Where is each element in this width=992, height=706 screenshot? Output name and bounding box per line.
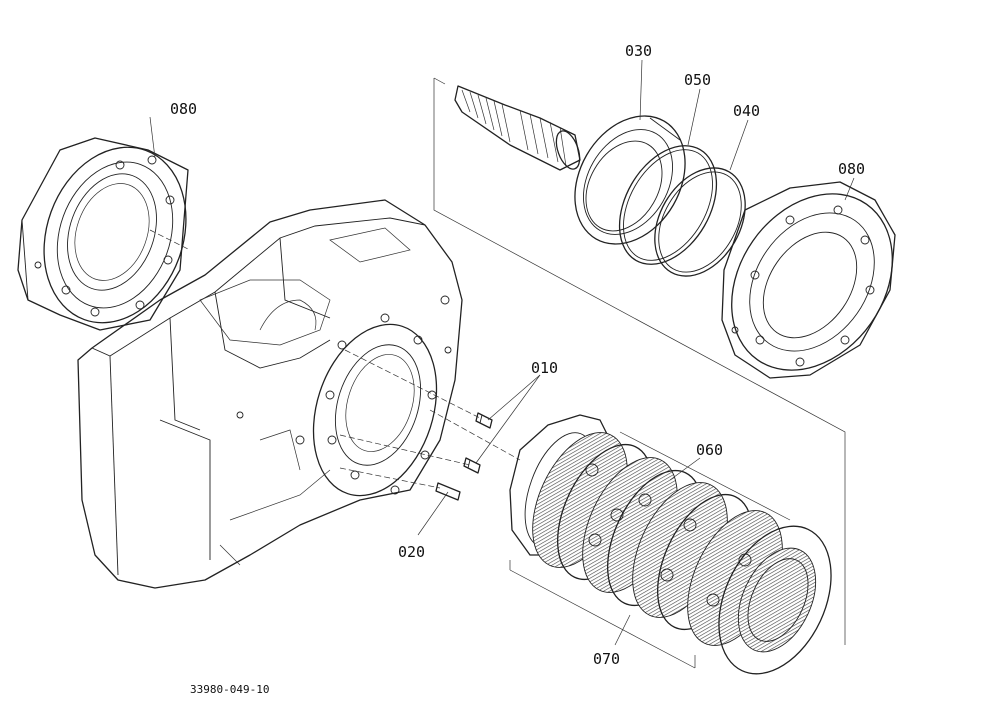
callout-080-left: 080 (170, 100, 197, 118)
callout-060: 060 (696, 441, 723, 459)
snap-ring-050 (618, 145, 718, 265)
left-bearing-holder-080 (17, 137, 189, 331)
callout-070: 070 (593, 650, 620, 668)
snap-ring-040 (654, 167, 746, 277)
callout-040: 040 (733, 102, 760, 120)
callout-010: 010 (531, 359, 558, 377)
pins-010 (463, 412, 493, 474)
callout-labels: 080 030 050 040 080 010 060 020 070 3398… (170, 42, 865, 696)
drawing-code: 33980-049-10 (190, 683, 269, 696)
callout-020: 020 (398, 543, 425, 561)
bearing-seal-030 (574, 115, 686, 245)
leader-lines (149, 59, 855, 646)
shaft-assembly (454, 85, 581, 171)
assembly-axis-lines (149, 229, 521, 489)
pin-020 (435, 482, 461, 501)
callout-080-right: 080 (838, 160, 865, 178)
clutch-pack (509, 414, 832, 675)
transmission-case (77, 199, 463, 589)
right-bearing-holder-080 (721, 181, 896, 379)
assembly-bracket (433, 77, 846, 645)
callout-050: 050 (684, 71, 711, 89)
callout-030: 030 (625, 42, 652, 60)
